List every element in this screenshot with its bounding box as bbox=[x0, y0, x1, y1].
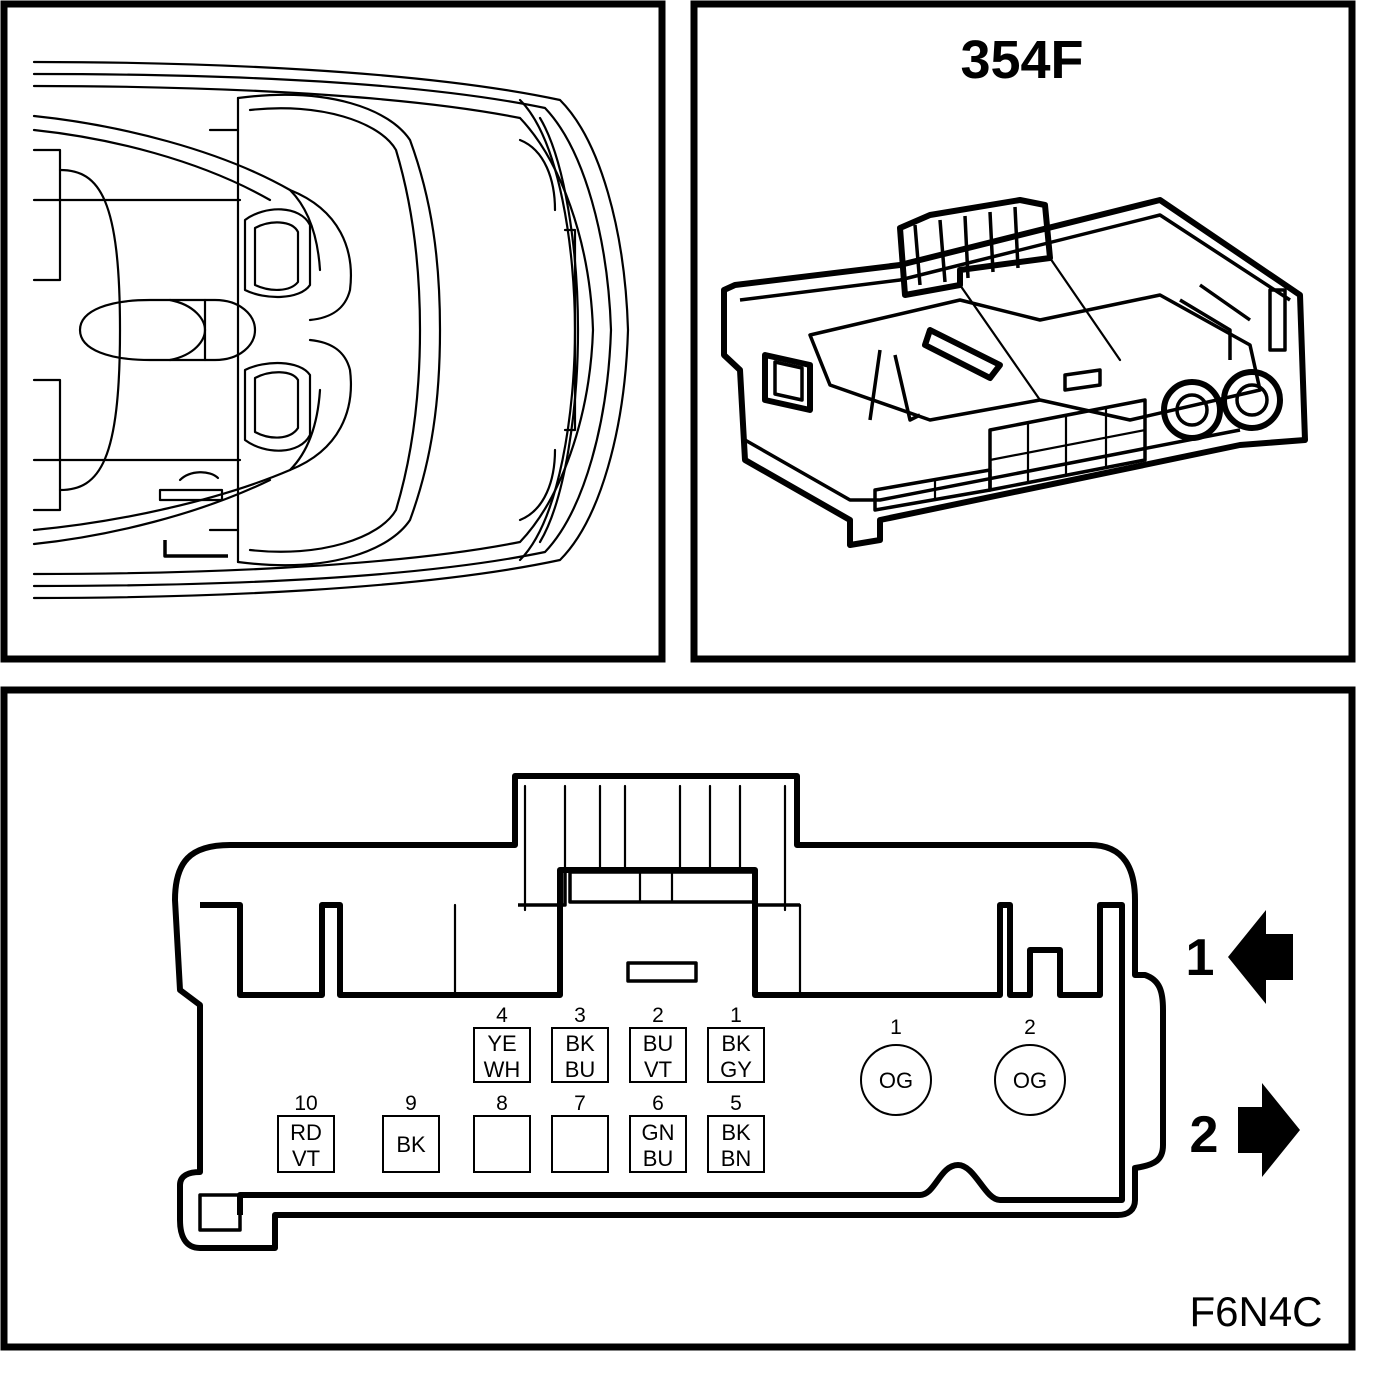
pin-number: 1 bbox=[730, 1004, 742, 1027]
wire-color-2: WH bbox=[484, 1057, 521, 1082]
pin-number: 4 bbox=[496, 1004, 508, 1027]
direction-2: 2 bbox=[1190, 1083, 1300, 1177]
direction-2-label: 2 bbox=[1190, 1106, 1219, 1164]
wire-color-1: BK bbox=[721, 1120, 751, 1145]
large-pin-1: 1 OG bbox=[860, 1016, 932, 1116]
pin-1: 1 BK GY bbox=[707, 1004, 765, 1083]
pin-8: 8 bbox=[473, 1092, 531, 1173]
pin-number: 6 bbox=[652, 1092, 664, 1115]
pin-2: 2 BU VT bbox=[629, 1004, 687, 1083]
pin-4: 4 YE WH bbox=[473, 1004, 531, 1083]
wire-color-2: VT bbox=[644, 1057, 672, 1082]
wire-color: OG bbox=[879, 1068, 913, 1093]
vehicle-interior-drawing bbox=[32, 60, 630, 600]
pin-7: 7 bbox=[551, 1092, 609, 1173]
pin-number: 8 bbox=[496, 1092, 508, 1115]
pin-number: 9 bbox=[405, 1092, 417, 1115]
connector-3d-panel: 354F bbox=[690, 0, 1356, 663]
arrow-left-icon bbox=[1228, 910, 1293, 1004]
connector-title: 354F bbox=[960, 30, 1083, 90]
pin-number: 7 bbox=[574, 1092, 586, 1115]
pin-number: 5 bbox=[730, 1092, 742, 1115]
figure-code: F6N4C bbox=[1189, 1288, 1322, 1335]
pin-number: 10 bbox=[294, 1092, 317, 1115]
wire-color: OG bbox=[1013, 1068, 1047, 1093]
direction-1: 1 bbox=[1186, 910, 1293, 1004]
pin-6: 6 GN BU bbox=[629, 1092, 687, 1173]
wire-color-2: BU bbox=[643, 1146, 674, 1171]
wire-color-1: BK bbox=[721, 1031, 751, 1056]
wire-color-2: GY bbox=[720, 1057, 752, 1082]
vehicle-location-panel bbox=[0, 0, 666, 663]
pin-9: 9 BK bbox=[382, 1092, 440, 1173]
pin-number: 2 bbox=[652, 1004, 664, 1027]
wire-color-2: BN bbox=[721, 1146, 752, 1171]
large-pin-2: 2 OG bbox=[994, 1016, 1066, 1116]
wire-color-2: VT bbox=[292, 1146, 320, 1171]
pin-number: 2 bbox=[1024, 1016, 1036, 1039]
wire-color-1: BK bbox=[565, 1031, 595, 1056]
connector-face-drawing bbox=[172, 773, 1166, 1251]
wire-color-1: RD bbox=[290, 1120, 322, 1145]
wire-color-1: GN bbox=[642, 1120, 675, 1145]
direction-1-label: 1 bbox=[1186, 929, 1215, 987]
pin-5: 5 BK BN bbox=[707, 1092, 765, 1173]
pin-10: 10 RD VT bbox=[277, 1092, 335, 1173]
wire-color-1: YE bbox=[487, 1031, 516, 1056]
connector-3d-drawing bbox=[721, 197, 1308, 548]
pin-number: 1 bbox=[890, 1016, 902, 1039]
pin-3: 3 BK BU bbox=[551, 1004, 609, 1083]
pin-number: 3 bbox=[574, 1004, 586, 1027]
wire-color-1: BK bbox=[396, 1132, 426, 1157]
wire-color-2: BU bbox=[565, 1057, 596, 1082]
arrow-right-icon bbox=[1238, 1083, 1300, 1177]
wire-color-1: BU bbox=[643, 1031, 674, 1056]
pinout-panel: 4 YE WH 3 BK BU 2 BU VT 1 BK GY 10 RD bbox=[0, 686, 1356, 1351]
